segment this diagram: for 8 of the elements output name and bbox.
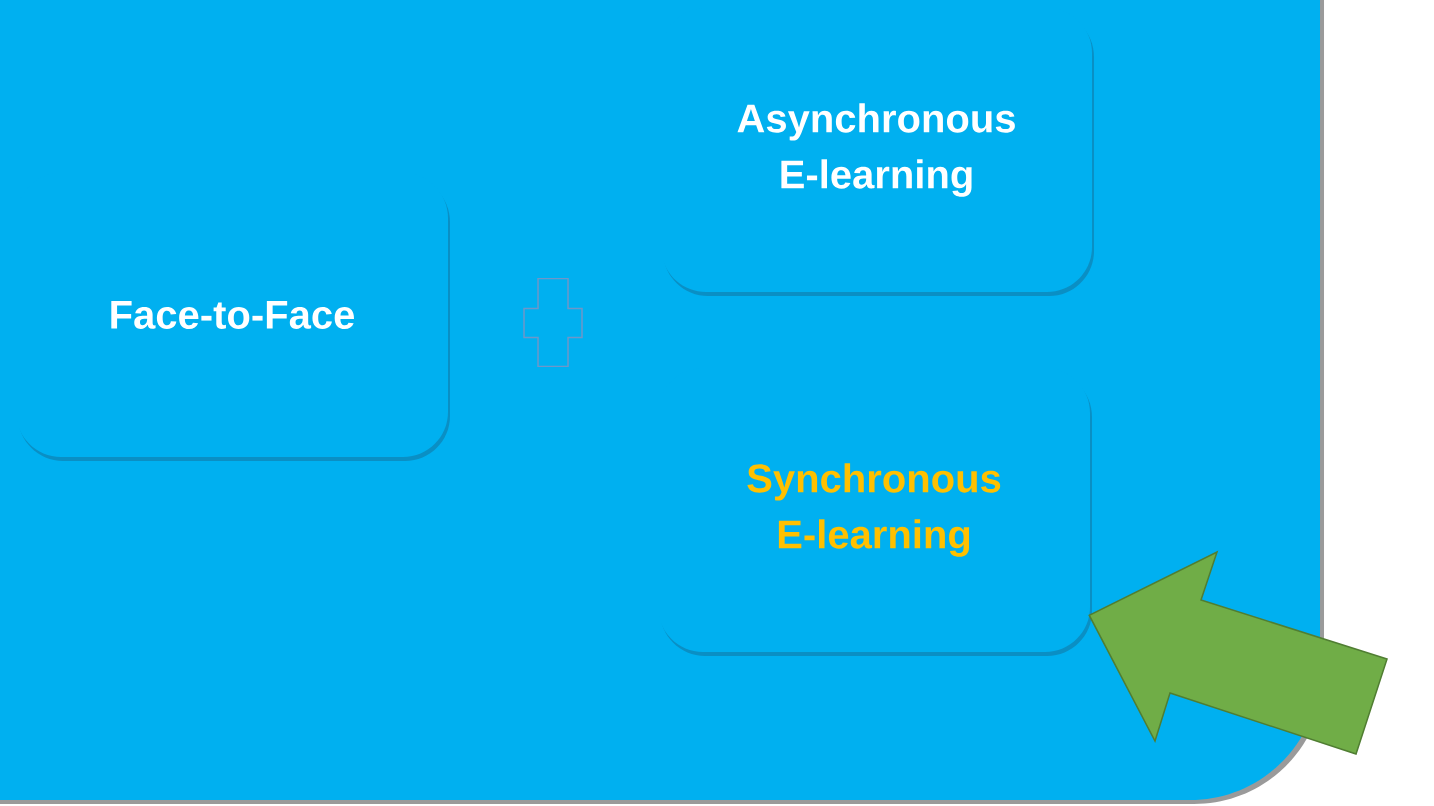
rounded-box: Face-to-Face	[16, 173, 448, 457]
rounded-box: Synchronous E-learning	[658, 368, 1090, 652]
node-label: Face-to-Face	[111, 301, 354, 329]
rounded-box: Asynchronous E-learning	[661, 8, 1092, 292]
plus-sign	[523, 278, 583, 367]
node-label: Synchronous E-learning	[747, 463, 1001, 557]
block-arrow	[1088, 550, 1388, 755]
node-label: Asynchronous E-learning	[737, 103, 1015, 197]
